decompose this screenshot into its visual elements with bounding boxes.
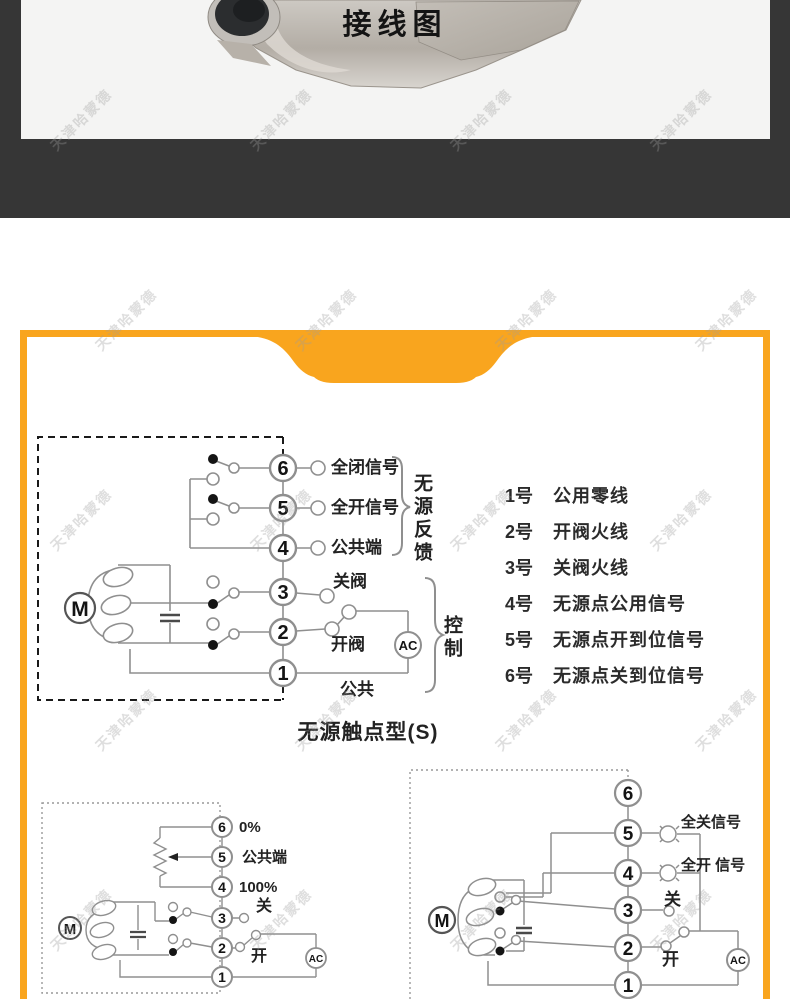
- wires: [87, 460, 409, 674]
- label-full-close-signal: 全关信号: [681, 814, 742, 831]
- terminal-2: 2: [623, 939, 634, 960]
- coils: [100, 566, 134, 644]
- label-close-valve: 关阀: [333, 572, 367, 591]
- label-common-terminal: 公共端: [331, 538, 382, 557]
- terminal-no: 5号: [505, 630, 534, 650]
- terminal-circles: 6 5 4 3 2 1: [268, 453, 298, 688]
- contacts: [167, 901, 262, 956]
- braces: [391, 456, 446, 693]
- top-dark-band: [0, 0, 790, 218]
- terminal-2: 2: [277, 622, 288, 644]
- lamp-diagram: 6 5 4 3 2 1 M AC 全关信号 全开 信号 关 开: [400, 765, 780, 999]
- label-open: 开: [662, 950, 679, 969]
- terminal-desc: 公用零线: [553, 486, 629, 506]
- lamps: [659, 825, 680, 882]
- terminal-4: 4: [218, 879, 226, 895]
- motor-symbol: M: [427, 905, 457, 935]
- terminal-1: 1: [623, 976, 634, 997]
- label-passive-feedback: 无源反馈: [411, 473, 432, 565]
- terminal-no: 3号: [505, 558, 534, 578]
- terminal-5: 5: [218, 849, 226, 865]
- dotted-enclosure: [41, 802, 221, 994]
- label-100-percent: 100%: [239, 879, 278, 896]
- coils: [465, 877, 497, 957]
- list-item: 2号开阀火线: [505, 518, 705, 544]
- list-item: 3号关阀火线: [505, 554, 705, 580]
- capacitor: [160, 613, 180, 623]
- label-common-terminal: 公共端: [242, 849, 288, 866]
- product-photo-area: [21, 0, 770, 139]
- list-item: 5号无源点开到位信号: [505, 626, 705, 652]
- terminal-5: 5: [623, 824, 634, 845]
- ac-source: AC: [305, 947, 327, 969]
- pot-arrow: [168, 853, 178, 861]
- coils: [89, 899, 117, 961]
- terminal-5: 5: [277, 498, 288, 520]
- label-control: 控制: [441, 615, 462, 661]
- dotted-enclosure: [409, 769, 629, 999]
- ac-letter: AC: [399, 638, 418, 653]
- label-full-open-signal: 全开 信号: [681, 857, 746, 874]
- ac-source: AC: [394, 631, 422, 659]
- terminal-desc: 无源点关到位信号: [553, 666, 705, 686]
- capacitor: [516, 926, 532, 935]
- wiring-section-box: [20, 330, 770, 999]
- terminal-6: 6: [277, 458, 288, 480]
- main-diagram-svg: 6 5 4 3 2 1 M AC: [37, 436, 446, 701]
- motor-symbol: M: [58, 916, 82, 940]
- list-item: 1号公用零线: [505, 482, 705, 508]
- list-item: 6号无源点关到位信号: [505, 662, 705, 688]
- contacts: [494, 891, 690, 956]
- ac-letter: AC: [730, 955, 746, 967]
- ac-letter: AC: [309, 954, 323, 965]
- main-wiring-diagram: 6 5 4 3 2 1 M AC 全闭信号 全开信号 公共端 关阀: [30, 425, 500, 717]
- motor-letter: M: [71, 598, 89, 621]
- label-open-valve: 开阀: [331, 635, 365, 654]
- motor-letter: M: [64, 921, 77, 938]
- terminal-no: 6号: [505, 666, 534, 686]
- terminal-2: 2: [218, 940, 226, 956]
- terminal-1: 1: [277, 663, 288, 685]
- pot-diagram-svg: 6 5 4 3 2 1 M AC: [41, 802, 327, 994]
- terminal-6: 6: [218, 819, 226, 835]
- label-close: 关: [664, 890, 681, 909]
- terminal-1: 1: [218, 969, 226, 985]
- terminal-3: 3: [623, 901, 634, 922]
- label-fully-open-signal: 全开信号: [331, 498, 399, 517]
- terminal-3: 3: [218, 910, 226, 926]
- terminal-desc: 无源点开到位信号: [553, 630, 705, 650]
- terminal-no: 2号: [505, 522, 534, 542]
- terminal-3: 3: [277, 582, 288, 604]
- motor-symbol: M: [63, 591, 97, 625]
- label-fully-closed-signal: 全闭信号: [331, 458, 399, 477]
- terminal-desc: 关阀火线: [553, 558, 629, 578]
- potentiometer-diagram: 6 5 4 3 2 1 M AC 0% 公共端 100% 关 开: [30, 790, 390, 999]
- banner-tab-shape: [250, 336, 540, 383]
- label-close: 关: [256, 898, 273, 915]
- terminal-definition-list: 1号公用零线 2号开阀火线 3号关阀火线 4号无源点公用信号 5号无源点开到位信…: [505, 482, 705, 698]
- capacitor: [130, 930, 146, 939]
- terminal-no: 4号: [505, 594, 534, 614]
- terminal-no: 1号: [505, 486, 534, 506]
- terminal-desc: 无源点公用信号: [553, 594, 686, 614]
- ac-source: AC: [726, 948, 750, 972]
- label-open: 开: [251, 948, 268, 965]
- valve-body: [207, 0, 582, 89]
- label-common: 公共: [340, 680, 374, 699]
- terminal-desc: 开阀火线: [553, 522, 629, 542]
- label-0-percent: 0%: [239, 819, 261, 836]
- list-item: 4号无源点公用信号: [505, 590, 705, 616]
- terminal-circles: 6 5 4 3 2 1: [211, 816, 233, 988]
- lamp-diagram-svg: 6 5 4 3 2 1 M AC: [409, 769, 750, 999]
- diagram-caption: 无源触点型(S): [297, 721, 439, 744]
- section-title: 接线图: [342, 9, 448, 41]
- contacts: [206, 454, 357, 650]
- motor-letter: M: [435, 911, 450, 931]
- terminal-4: 4: [277, 538, 289, 560]
- terminal-4: 4: [623, 864, 634, 885]
- terminal-circles: 6 5 4 3 2 1: [613, 778, 643, 999]
- product-photo: [207, 0, 582, 89]
- terminal-6: 6: [623, 784, 634, 805]
- dashed-enclosure: [37, 436, 284, 701]
